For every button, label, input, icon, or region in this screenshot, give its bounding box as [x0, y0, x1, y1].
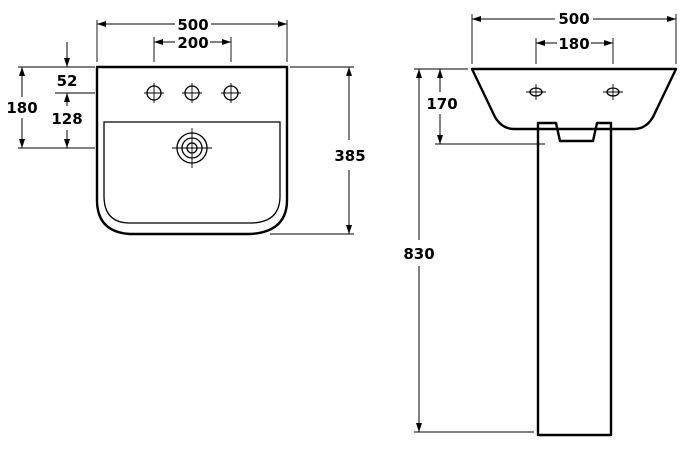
front-overall-height-label: 830 [403, 245, 434, 263]
front-tap-hole-left [526, 84, 546, 100]
front-tap-spacing-label: 180 [558, 35, 589, 53]
basin-top-outline [95, 65, 289, 236]
front-tap-hole-right [603, 84, 623, 100]
top-view: 500 200 385 [6, 16, 366, 236]
waste-outlet [172, 128, 212, 168]
tap-hole-right [221, 83, 241, 103]
dim-top-tap-spacing: 200 [153, 34, 232, 62]
dim-top-width: 500 [96, 16, 288, 62]
tap-hole-center [182, 83, 202, 103]
pedestal-outline [536, 121, 613, 437]
top-offset-128-label: 128 [51, 110, 82, 128]
front-view: 500 180 170 [403, 10, 678, 437]
top-width-label: 500 [177, 16, 208, 34]
front-tap-holes [526, 84, 623, 100]
dim-front-tap-spacing: 180 [535, 35, 614, 64]
front-width-label: 500 [558, 10, 589, 28]
top-depth-label: 385 [334, 147, 365, 165]
top-offset-180-label: 180 [6, 99, 37, 117]
top-offset-52-label: 52 [57, 72, 78, 90]
top-tap-holes [144, 83, 241, 103]
dim-front-overall-height: 830 [403, 68, 534, 433]
dim-front-basin-height: 170 [426, 68, 545, 145]
dim-top-left: 180 52 128 [6, 42, 95, 149]
basin-front-outline [470, 67, 678, 131]
tap-hole-left [144, 83, 164, 103]
bowl-inner-outline [103, 121, 281, 224]
dim-top-depth: 385 [270, 66, 366, 235]
dim-front-width: 500 [471, 10, 677, 64]
front-basin-height-label: 170 [426, 95, 457, 113]
top-tap-spacing-label: 200 [177, 34, 208, 52]
